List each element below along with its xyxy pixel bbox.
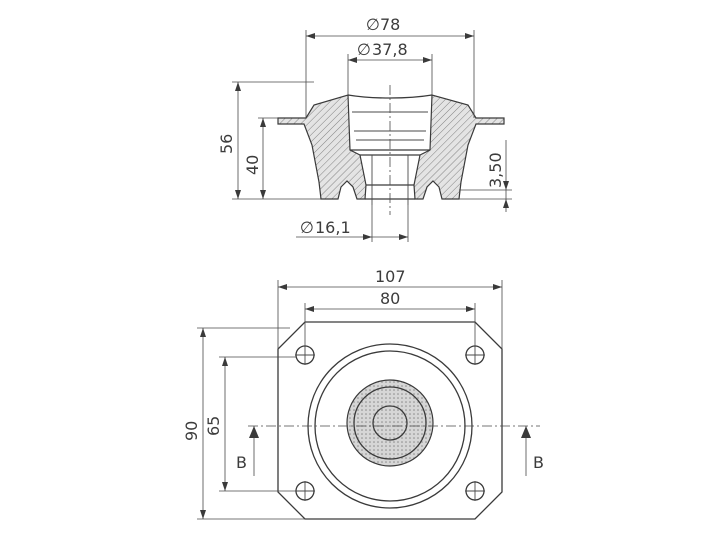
dim-bore-diameter-value: 16,1	[315, 218, 351, 237]
section-label-left: B	[236, 453, 247, 472]
dim-bore-diameter-symbol: ∅	[300, 218, 314, 237]
hub-inner	[353, 386, 427, 460]
dim-flange-thickness-value: 3,50	[486, 152, 505, 188]
dim-outer-diameter-value: 78	[380, 15, 400, 34]
dim-body-height-value: 40	[243, 155, 262, 175]
dim-hole-spacing-y-value: 65	[204, 416, 223, 436]
dim-hole-spacing-x-value: 80	[380, 289, 400, 308]
dim-plate-height-value: 90	[182, 421, 201, 441]
dim-bore-diameter: ∅ 16,1	[296, 205, 409, 242]
section-label-right: B	[533, 453, 544, 472]
dim-total-height-value: 56	[217, 134, 236, 154]
plan-view: B B 107 80	[182, 267, 544, 520]
section-arrow-right: B	[521, 426, 544, 476]
section-left-body	[277, 94, 367, 200]
dim-plate-height: 90	[182, 327, 305, 520]
dim-inner-diameter-value: 37,8	[372, 40, 408, 59]
center-bore	[372, 405, 408, 441]
dim-hole-spacing-y: 65	[204, 356, 296, 492]
dim-flange-thickness: 3,50	[459, 140, 512, 212]
dim-plate-width-value: 107	[375, 267, 406, 286]
section-view: ∅ 78 ∅ 37,8 ∅ 16,1	[217, 15, 512, 242]
base-plate	[277, 321, 503, 520]
dim-hole-spacing-x: 80	[304, 289, 476, 345]
dim-outer-diameter: ∅ 78	[305, 15, 475, 118]
dim-total-height: 56	[217, 81, 321, 200]
dim-inner-diameter-symbol: ∅	[357, 40, 371, 59]
hub-ring	[346, 379, 434, 467]
mounting-hole-br	[465, 481, 485, 501]
dim-body-height: 40	[243, 117, 278, 199]
mounting-hole-tr	[465, 345, 485, 365]
dim-inner-diameter: ∅ 37,8	[347, 40, 433, 95]
mounting-hole-tl	[295, 345, 315, 365]
dim-outer-diameter-symbol: ∅	[366, 15, 380, 34]
dim-plate-width: 107	[277, 267, 503, 349]
mounting-hole-bl	[295, 481, 315, 501]
section-arrow-left: B	[236, 426, 259, 476]
